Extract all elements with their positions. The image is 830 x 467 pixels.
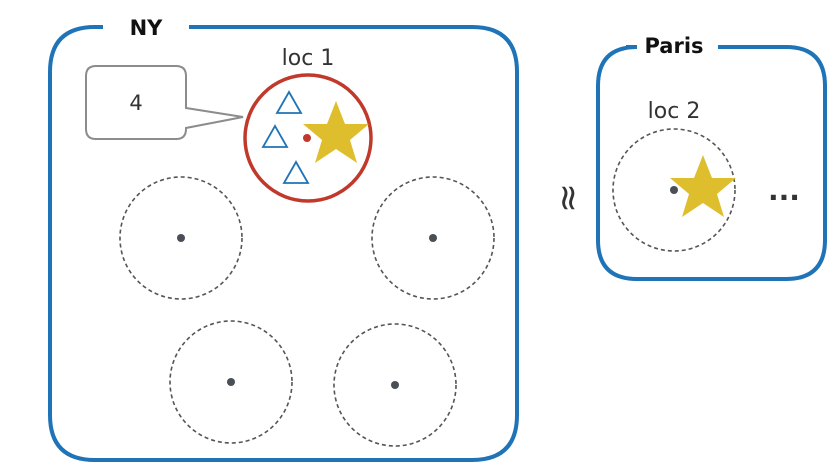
ny-region-box (48, 25, 519, 462)
paris-region-label: Paris (644, 34, 703, 58)
loc2-label: loc 2 (648, 99, 701, 124)
callout-value: 4 (129, 91, 142, 115)
approx-symbol: ≈ (548, 183, 589, 213)
loc1-label: loc 1 (282, 46, 335, 71)
location-center-dot (391, 381, 399, 389)
location-center-dot (177, 234, 185, 242)
loc1-center-dot (303, 134, 311, 142)
more-locations-ellipsis: ... (768, 174, 800, 207)
location-center-dot (429, 234, 437, 242)
paris-region-box (596, 45, 827, 281)
loc2-center-dot (670, 186, 678, 194)
ny-location-circle (371, 176, 495, 300)
triangle-icon (261, 124, 289, 148)
ny-location-circle (119, 176, 243, 300)
ny-location-circle (333, 323, 457, 447)
ny-region-label: NY (130, 16, 164, 40)
location-center-dot (227, 378, 235, 386)
star-icon (303, 101, 369, 163)
star-icon (670, 155, 736, 217)
triangle-icon (282, 160, 310, 184)
loc1-highlight-circle (243, 73, 373, 203)
count-callout (85, 65, 244, 140)
ny-location-circle (169, 320, 293, 444)
loc2-circle (612, 128, 736, 252)
triangle-icon (275, 90, 303, 114)
